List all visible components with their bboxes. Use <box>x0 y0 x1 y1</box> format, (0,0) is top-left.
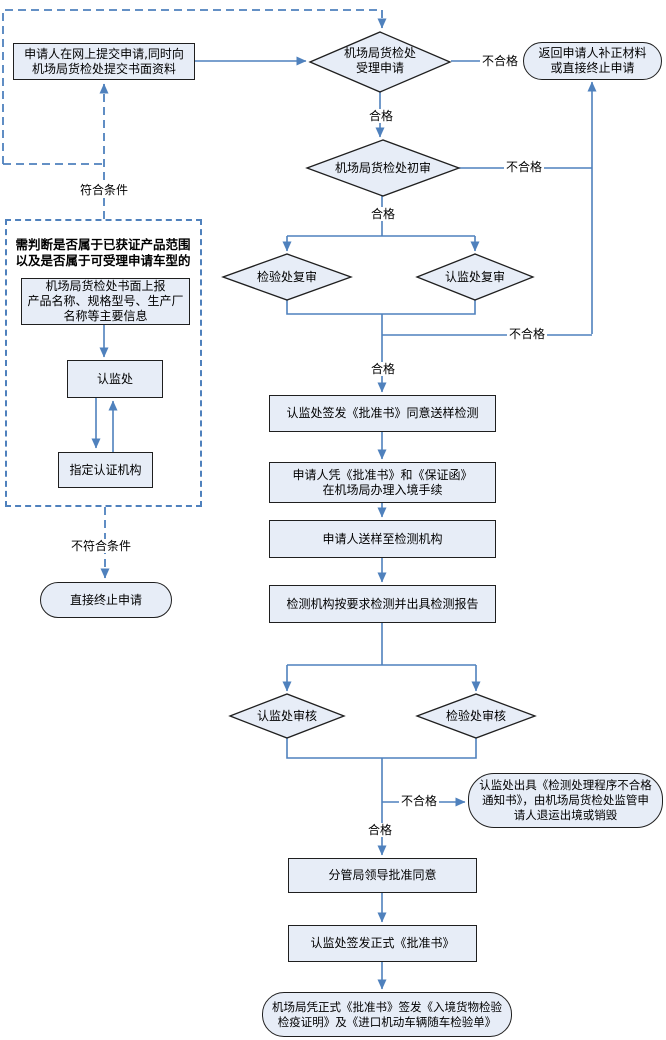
edge-label-fail-3: 不合格 <box>506 327 548 341</box>
decision-cnca-recheck-label: 认监处复审 <box>419 258 531 296</box>
edge-merge1 <box>286 300 476 315</box>
decision-inspection-audit-label: 检验处审核 <box>419 698 533 734</box>
node-text-line: 机场局货检处书面上报 <box>45 279 166 293</box>
node-formal-approval: 认监处签发正式《批准书》 <box>288 925 477 962</box>
edge-label-fail-1: 不合格 <box>479 54 521 68</box>
node-send-sample: 申请人送样至检测机构 <box>269 520 496 558</box>
edge-label-pass-2: 合格 <box>368 207 398 221</box>
node-text-line: 机场局货检处初审 <box>334 160 431 175</box>
group-title-line: 以及是否属于可受理申请车型的 <box>15 253 191 268</box>
decision-initial-review-label: 机场局货检处初审 <box>310 146 456 190</box>
node-leader-approval: 分管局领导批准同意 <box>288 858 477 893</box>
node-report-product-info: 机场局货检处书面上报 产品名称、规格型号、生产厂 名称等主要信息 <box>21 278 190 325</box>
node-text-line: 名称等主要信息 <box>63 309 148 323</box>
decision-inspection-audit-shape <box>415 693 537 739</box>
node-final-issue: 机场局凭正式《批准书》签发《入境货物检验 检疫证明》及《进口机动车辆随车检验单》 <box>262 992 512 1037</box>
node-cnca: 认监处 <box>67 360 163 398</box>
edge-label-meets-condition: 符合条件 <box>77 183 131 197</box>
edge-merge2 <box>286 738 477 759</box>
node-designated-agency: 指定认证机构 <box>58 452 153 488</box>
node-text-line: 认监处出具《检测处理程序不合格 <box>479 778 652 792</box>
decision-cnca-recheck-shape <box>415 253 535 301</box>
group-title: 需判断是否属于已获证产品范围 以及是否属于可受理申请车型的 <box>8 237 198 269</box>
decision-initial-review-shape <box>305 139 461 197</box>
decision-accept-shape <box>308 31 452 93</box>
edge-label-pass-4: 合格 <box>365 823 395 837</box>
node-terminate-application: 直接终止申请 <box>40 582 172 618</box>
node-text-line: 检验处审核 <box>445 708 506 723</box>
decision-accept-label: 机场局货检处 受理申请 <box>315 34 445 88</box>
node-text-line: 或直接终止申请 <box>550 61 635 75</box>
node-text-line: 受理申请 <box>355 61 404 75</box>
node-text-line: 指定认证机构 <box>69 462 142 477</box>
node-text-line: 机场局凭正式《批准书》签发《入境货物检验 <box>272 999 502 1014</box>
edge-label-not-meets-condition: 不符合条件 <box>68 539 134 553</box>
node-text-line: 申请人凭《批准书》和《保证函》 <box>292 467 473 482</box>
node-text-line: 在机场局办理入境手续 <box>322 482 443 497</box>
node-text-line: 认监处复审 <box>444 269 505 284</box>
node-text-line: 返回申请人补正材料 <box>538 46 647 60</box>
edge-dashed-loop-top <box>2 9 387 164</box>
node-entry-procedure: 申请人凭《批准书》和《保证函》 在机场局办理入境手续 <box>269 462 496 503</box>
node-text-line: 检验处复审 <box>256 269 317 284</box>
node-text-line: 认监处签发正式《批准书》 <box>310 936 455 950</box>
edge-split2-stem <box>287 623 476 666</box>
node-fail-notice: 认监处出具《检测处理程序不合格 通知书》，由机场局货检处监管申 请人退运出境或销… <box>468 773 663 828</box>
node-text-line: 认监处签发《批准书》同意送样检测 <box>286 406 479 420</box>
node-text-line: 直接终止申请 <box>69 592 142 607</box>
node-text-line: 检疫证明》及《进口机动车辆随车检验单》 <box>277 1014 497 1029</box>
group-title-line: 需判断是否属于已获证产品范围 <box>15 237 191 252</box>
edge-label-fail-4: 不合格 <box>398 794 440 808</box>
condition-check-group-frame <box>5 219 202 507</box>
decision-cnca-audit-label: 认监处审核 <box>232 698 342 734</box>
node-text-line: 产品名称、规格型号、生产厂 <box>27 294 184 308</box>
node-text-line: 机场局货检处提交书面资料 <box>31 61 176 76</box>
node-text-line: 请人退运出境或销毁 <box>513 808 618 822</box>
node-text-line: 机场局货检处 <box>343 46 416 60</box>
node-text-line: 申请人送样至检测机构 <box>322 531 443 546</box>
decision-inspection-recheck-label: 检验处复审 <box>225 258 349 296</box>
node-test-report: 检测机构按要求检测并出具检测报告 <box>269 585 496 623</box>
edge-label-pass-1: 合格 <box>366 109 396 123</box>
edge-label-fail-2: 不合格 <box>503 160 545 174</box>
node-text-line: 分管局领导批准同意 <box>328 868 437 882</box>
node-text-line: 检测机构按要求检测并出具检测报告 <box>286 596 479 611</box>
node-text-line: 申请人在网上提交申请,同时向 <box>24 46 184 61</box>
edge-label-pass-3: 合格 <box>368 362 398 376</box>
node-text-line: 认监处 <box>96 371 133 386</box>
node-return-fix-materials: 返回申请人补正材料 或直接终止申请 <box>523 42 662 80</box>
node-text-line: 认监处审核 <box>256 708 317 723</box>
decision-inspection-recheck-shape <box>221 253 353 301</box>
node-text-line: 通知书》，由机场局货检处监管申 <box>482 793 649 807</box>
decision-cnca-audit-shape <box>228 693 346 739</box>
node-issue-approval-letter: 认监处签发《批准书》同意送样检测 <box>269 395 496 432</box>
node-submit-application: 申请人在网上提交申请,同时向 机场局货检处提交书面资料 <box>13 43 195 80</box>
